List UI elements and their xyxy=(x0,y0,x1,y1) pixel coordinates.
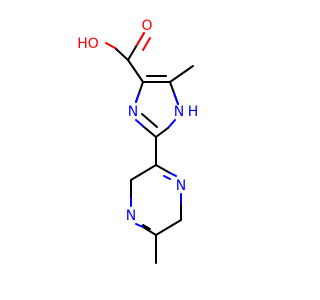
bond-n3-c2-double-1b xyxy=(143,126,157,138)
bond-py-c5-n4-double-1 xyxy=(142,226,157,236)
bond-py-c6-c5 xyxy=(155,219,182,236)
bond-c5-n1-blue xyxy=(173,92,179,105)
bond-carboxyl-c-o-double-2 xyxy=(142,37,151,51)
bond-py-c2-n1-double-1-blue xyxy=(169,172,177,177)
imidazole-h-label: H xyxy=(188,104,199,120)
carbonyl-oxygen-label: O xyxy=(141,18,152,34)
bond-carboxyl-c-oh-red xyxy=(105,42,116,49)
bond-c5-methyl xyxy=(169,65,194,83)
bond-n3-c2-double-1 xyxy=(135,119,145,128)
bond-py-c5-n4-double-1-blue xyxy=(135,223,144,228)
bond-py-c2-n1-double-2 xyxy=(163,175,171,180)
pyrazine-n4-label: N xyxy=(126,208,136,224)
bond-py-c2-n1-double-1 xyxy=(155,164,171,174)
hydroxyl-label: HO xyxy=(77,36,99,52)
bond-n3-c2-double-2 xyxy=(141,113,158,128)
imidazole-n3-label: N xyxy=(128,104,138,120)
molecule-structure: HO O N N H N N xyxy=(77,18,199,264)
bond-carboxyl-c-o-double-1-red xyxy=(136,32,145,46)
bond-n1-c2 xyxy=(167,119,176,129)
bond-carboxyl-c-oh xyxy=(114,47,129,61)
pyrazine-n1-label: N xyxy=(176,178,186,194)
imidazole-n1-label: N xyxy=(174,104,184,120)
bond-py-c5-n4-double-2 xyxy=(142,224,151,230)
bond-c4-carboxyl xyxy=(127,59,144,83)
bond-c4-n3-blue xyxy=(135,92,140,103)
bond-n1-c2b xyxy=(155,127,169,138)
bond-py-c3-c2 xyxy=(130,164,157,181)
